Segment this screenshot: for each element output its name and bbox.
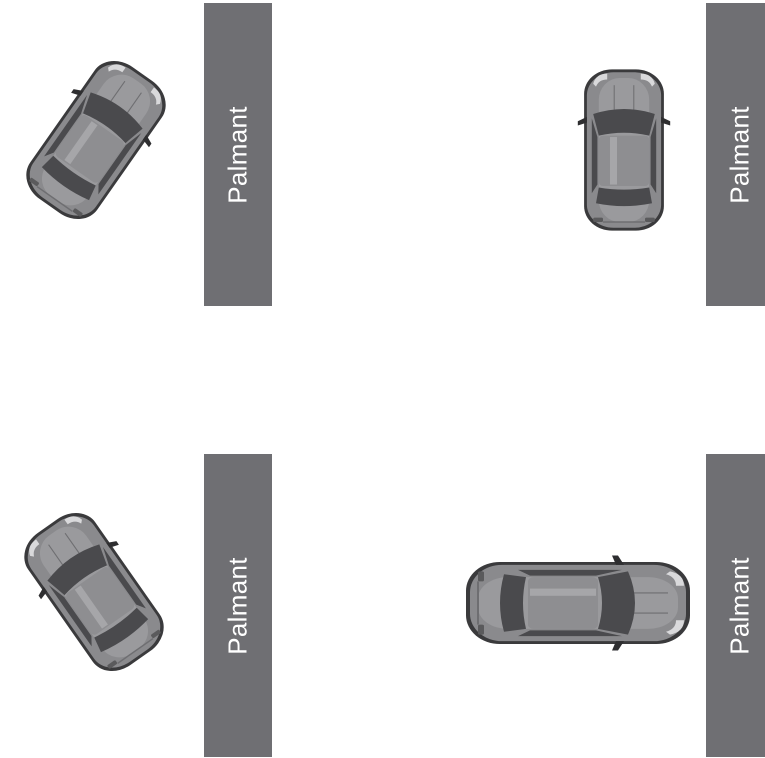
curb-label: Palmant [223,557,254,654]
curb-bottom-right: Palmant [706,454,765,757]
curb-label: Palmant [223,106,254,203]
curb-label: Palmant [725,557,756,654]
curb-top-right: Palmant [706,3,765,306]
car-icon [578,603,579,604]
curb-top-left: Palmant [204,3,272,306]
car-icon [94,592,95,593]
car-icon [96,140,97,141]
curb-label: Palmant [725,106,756,203]
curb-bottom-left: Palmant [204,454,272,757]
car-icon [624,150,625,151]
